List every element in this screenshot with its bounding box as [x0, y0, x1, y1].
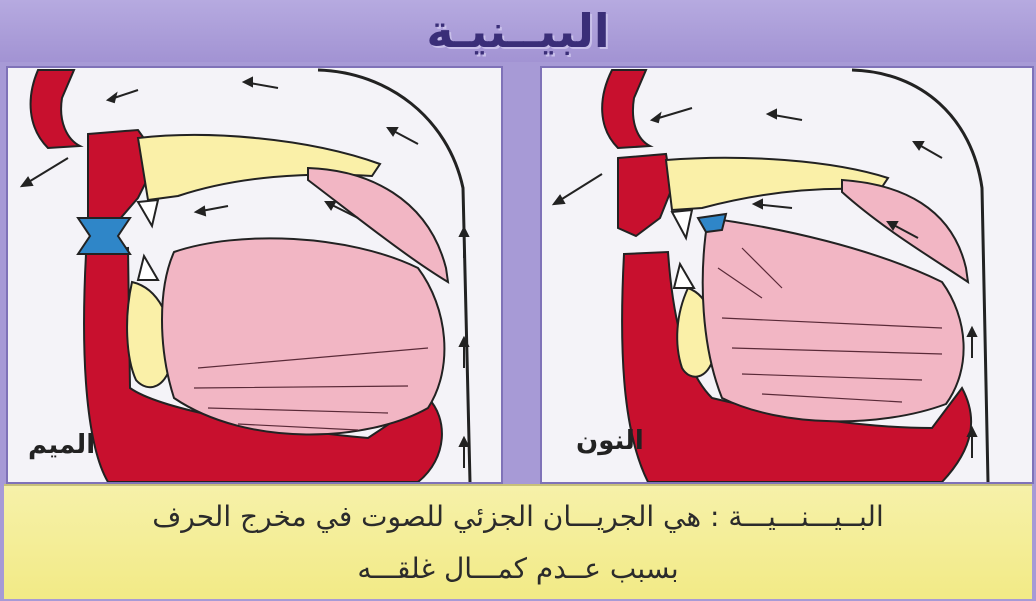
page-title: البيــنيـة	[0, 2, 1036, 60]
tongue-closure	[698, 214, 726, 232]
upper-incisor	[672, 210, 692, 238]
caption-line-1: البــيـــنـــيـــة : هي الجريـــان الجزئ…	[4, 500, 1032, 533]
mouth-diagram-noon	[542, 68, 1032, 482]
upper-lip	[602, 70, 650, 148]
tongue	[162, 238, 444, 434]
caption-line-2: بسبب عــدم كمـــال غلقـــه	[4, 552, 1032, 585]
panel-label-meem: الميم	[28, 430, 95, 460]
lip-closure	[78, 218, 130, 254]
lower-incisor	[138, 256, 158, 280]
diagram-panel-meem: الميم	[6, 66, 503, 484]
upper-incisor	[138, 200, 158, 226]
panel-label-noon: النون	[576, 426, 644, 456]
mouth-diagram-meem	[8, 68, 501, 482]
upper-lip	[31, 70, 80, 148]
upper-jaw	[618, 154, 672, 236]
definition-caption: البــيـــنـــيـــة : هي الجريـــان الجزئ…	[4, 484, 1032, 599]
lower-incisor	[674, 264, 694, 288]
diagram-panel-noon: النون	[540, 66, 1034, 484]
